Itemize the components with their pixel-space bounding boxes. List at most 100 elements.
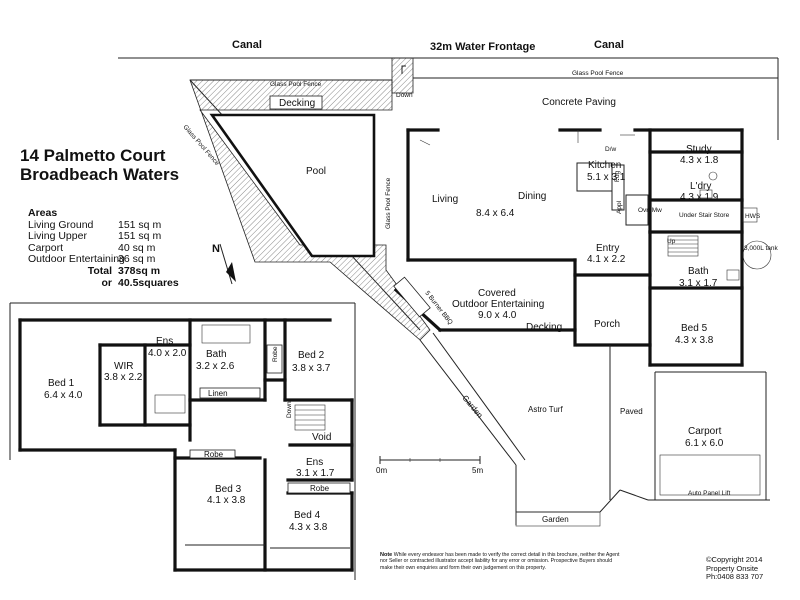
canal-label-right: Canal	[594, 39, 624, 51]
disclaimer-note: Note While every endeavor has been made …	[380, 552, 620, 571]
areas-row-value: 151 sq m	[118, 230, 162, 243]
study-size: 4.3 x 1.8	[680, 155, 719, 166]
north-label: N	[212, 243, 220, 255]
robe-label-b: Robe	[204, 450, 224, 459]
areas-squares-value: 40.5squares	[118, 276, 179, 289]
bed3-size: 4.1 x 3.8	[207, 495, 246, 506]
outdoor-size: 9.0 x 4.0	[478, 310, 517, 321]
kitchen-size: 5.1 x 3.1	[587, 172, 626, 183]
ground-floor-walls	[393, 128, 744, 500]
upper-bath-size: 3.2 x 2.6	[196, 361, 235, 372]
bed1-size: 6.4 x 4.0	[44, 390, 83, 401]
north-arrow-icon	[219, 243, 236, 285]
carport-label: Carport	[688, 426, 722, 437]
bed2-size: 3.8 x 3.7	[292, 363, 331, 374]
wir-size: 3.8 x 2.2	[104, 372, 143, 383]
upper-bath-label: Bath	[206, 349, 227, 360]
copyright-company: Property Onsite	[706, 563, 759, 573]
fence-label-right: Glass Pool Fence	[572, 70, 624, 77]
outdoor-label: Outdoor Entertaining	[452, 299, 544, 310]
note-text: While every endeavor has been made to ve…	[380, 552, 620, 571]
interior-details	[393, 130, 772, 318]
areas-total-value: 378sq m	[118, 264, 161, 277]
laundry-size: 4.3 x 1.9	[680, 192, 719, 203]
living-dining-size: 8.4 x 6.4	[476, 208, 515, 219]
decking-label: Decking	[279, 98, 315, 109]
areas-row-value: 40 sq m	[118, 241, 156, 254]
bed2-label: Bed 2	[298, 350, 325, 361]
covered-label: Covered	[478, 288, 516, 299]
ens2-label: Ens	[306, 457, 323, 468]
areas-total-row: Total 378sq m	[28, 264, 178, 278]
living-label: Living	[432, 194, 458, 205]
tank-label: 3,000L tank	[744, 245, 778, 252]
note-heading: Note	[380, 552, 393, 558]
decking-low-label: Decking	[526, 322, 562, 333]
upper-floor-walls	[9, 302, 356, 580]
carport-garden	[379, 332, 770, 527]
bed4-label: Bed 4	[294, 510, 321, 521]
areas-row-label: Living Ground	[28, 218, 94, 231]
pool-label: Pool	[306, 166, 326, 177]
wir-label: WIR	[114, 361, 133, 372]
dw-label: D/w	[605, 146, 617, 153]
bed3-label: Bed 3	[215, 484, 242, 495]
robe-label-a: Robe	[272, 346, 279, 362]
property-title: 14 Palmetto Court Broadbeach Waters	[20, 146, 179, 184]
carport-size: 6.1 x 6.0	[685, 438, 724, 449]
robe-label-c: Robe	[310, 484, 330, 493]
decking-area	[189, 57, 431, 341]
fence-label-top: Glass Pool Fence	[270, 81, 322, 88]
garden-diag-label: Garden	[460, 394, 484, 420]
areas-row-label: Outdoor Entertaining	[28, 253, 125, 266]
areas-row: Living Ground 151 sq m	[28, 218, 178, 232]
laundry-label: L'dry	[690, 181, 711, 192]
property-street: 14 Palmetto Court	[20, 146, 166, 165]
entry-size: 4.1 x 2.2	[587, 254, 626, 265]
frontage-label: 32m Water Frontage	[430, 41, 535, 53]
porch-label: Porch	[594, 319, 620, 330]
bed4-size: 4.3 x 3.8	[289, 522, 328, 533]
hws-label: HWS	[745, 213, 761, 220]
bath-label: Bath	[688, 266, 709, 277]
areas-row: Carport 40 sq m	[28, 241, 178, 255]
property-suburb: Broadbeach Waters	[20, 165, 180, 184]
paved-label: Paved	[620, 407, 643, 416]
areas-row-value: 151 sq m	[118, 218, 162, 231]
study-label: Study	[686, 144, 712, 155]
copyright-phone: Ph:0408 833 707	[706, 572, 764, 582]
canal-label: Canal	[232, 39, 262, 51]
scale-end: 5m	[472, 466, 483, 475]
concrete-label: Concrete Paving	[542, 97, 616, 108]
upper-down-label: Down	[286, 401, 293, 418]
appl-label: Appl	[616, 200, 623, 214]
areas-row-value: 36 sq m	[118, 253, 156, 266]
ens2-size: 3.1 x 1.7	[296, 468, 335, 479]
bath-size: 3.1 x 1.7	[679, 278, 718, 289]
bed1-label: Bed 1	[48, 378, 75, 389]
areas-total-label: Total	[87, 264, 112, 277]
areas-or-label: or	[101, 276, 113, 289]
garden-bottom-label: Garden	[542, 515, 569, 524]
bed5-label: Bed 5	[681, 323, 708, 334]
fdg-label: Fdg	[614, 170, 621, 182]
areas-row: Living Upper 151 sq m	[28, 231, 178, 243]
linen-label: Linen	[208, 389, 228, 398]
astro-label: Astro Turf	[528, 405, 563, 414]
dining-label: Dining	[518, 191, 546, 202]
ovn-label: Ovn Mw	[638, 207, 662, 214]
entry-label: Entry	[596, 243, 619, 254]
auto-lift-label: Auto Panel Lift	[688, 490, 730, 497]
copyright-line: ©Copyright 2014	[706, 555, 763, 564]
areas-row-label: Carport	[28, 241, 64, 254]
ens-size: 4.0 x 2.0	[148, 348, 187, 359]
void-label: Void	[312, 432, 331, 443]
kitchen-label: Kitchen	[588, 160, 621, 171]
ens-label: Ens	[156, 336, 173, 347]
down-label: Down	[396, 92, 413, 99]
bed5-size: 4.3 x 3.8	[675, 335, 714, 346]
areas-row-label: Living Upper	[28, 230, 87, 243]
